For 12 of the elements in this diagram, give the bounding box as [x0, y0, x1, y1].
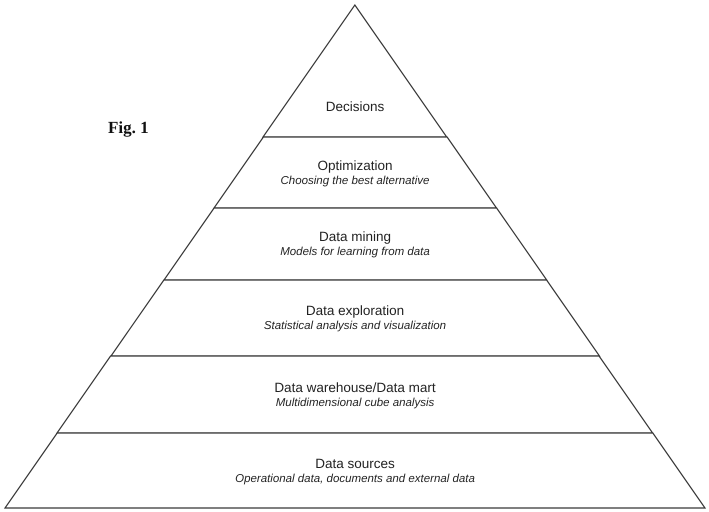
layer-title: Decisions — [326, 98, 384, 115]
layer-title: Data sources — [315, 454, 395, 472]
layer-description: Operational data, documents and external data — [235, 472, 475, 486]
layer-description: Statistical analysis and visualization — [264, 319, 446, 334]
figure-title: Fig. 1 — [108, 118, 149, 138]
layer-title: Data exploration — [306, 302, 404, 319]
layer-description: Choosing the best alternative — [280, 174, 430, 188]
layer-title: Data mining — [318, 228, 392, 245]
layer-title: Data warehouse/Data mart — [274, 378, 436, 396]
layer-description: Models for learning from data — [280, 245, 430, 260]
layer-description: Multidimensional cube analysis — [276, 396, 434, 410]
layer-title: Optimization — [317, 156, 392, 174]
